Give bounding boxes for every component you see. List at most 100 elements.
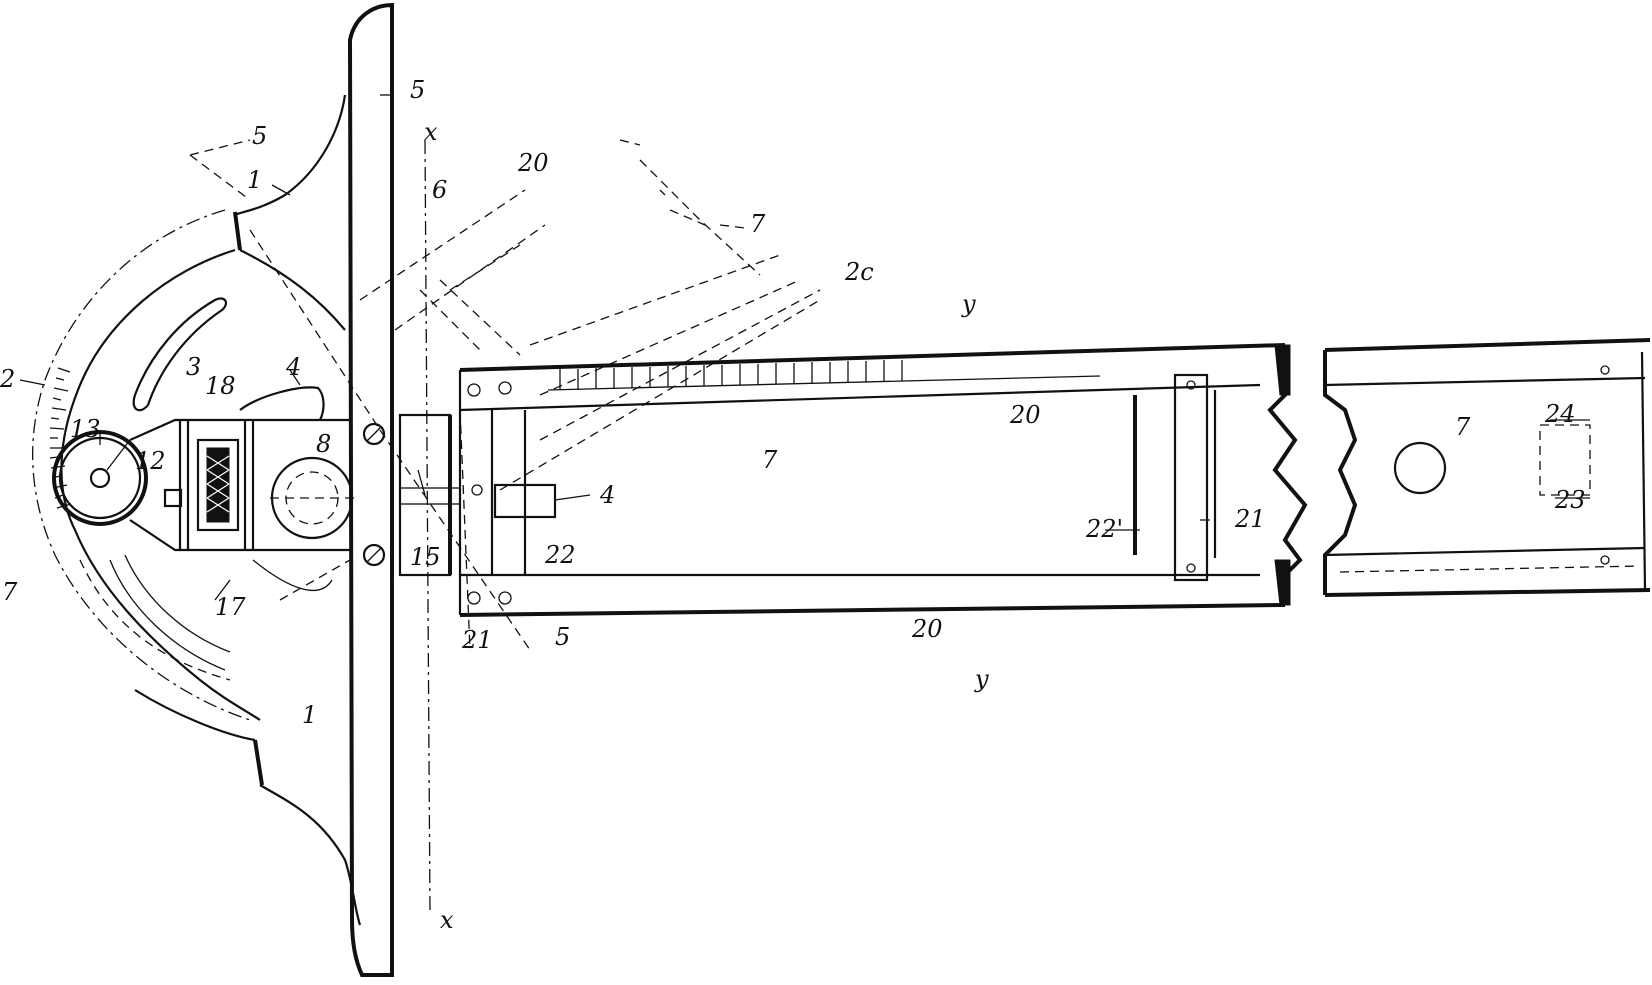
pivot-inner-ring bbox=[58, 436, 142, 520]
construction-diag-down bbox=[379, 429, 531, 651]
label-y-top: y bbox=[961, 290, 976, 318]
right-top-edge bbox=[1324, 338, 1651, 352]
phantom-edge-6 bbox=[539, 289, 821, 441]
lower-arc-slot-outer bbox=[109, 559, 226, 671]
head-outer-arc bbox=[60, 248, 261, 721]
label-18: 18 bbox=[205, 372, 236, 400]
label-21-left: 21 bbox=[461, 626, 493, 654]
locking-knob bbox=[270, 456, 354, 540]
phantom-fragment-3 bbox=[659, 189, 666, 196]
label-x-bottom: x bbox=[440, 906, 454, 934]
label-5-bottom: 5 bbox=[555, 623, 570, 651]
dashed-slot-24 bbox=[1539, 424, 1591, 496]
label-20-bottom: 20 bbox=[911, 615, 943, 643]
label-23: 23 bbox=[1554, 486, 1586, 514]
rule-right-section bbox=[1323, 338, 1651, 597]
phantom-edge-1 bbox=[359, 189, 526, 301]
label-3: 3 bbox=[186, 353, 201, 381]
right-hole bbox=[1393, 441, 1447, 495]
rule-left-section bbox=[458, 343, 1308, 617]
head-upper-joint bbox=[233, 211, 242, 251]
arm-bottom-edge bbox=[129, 519, 350, 552]
pivot-knob bbox=[52, 430, 148, 526]
blade-screw-top bbox=[362, 422, 386, 446]
rule-top-edge bbox=[459, 343, 1286, 372]
mount-hole-3 bbox=[467, 591, 481, 605]
label-20-top: 20 bbox=[1009, 401, 1041, 429]
phantom-fragment-1 bbox=[619, 139, 641, 146]
t-blade bbox=[347, 2, 394, 977]
right-dashed-line bbox=[1339, 565, 1641, 573]
pointer-pin bbox=[471, 484, 483, 496]
label-5-top: 5 bbox=[410, 76, 425, 104]
rule-scale-ticks bbox=[547, 360, 1101, 391]
label-1-bottom: 1 bbox=[302, 701, 317, 729]
label-2: 2 bbox=[0, 365, 15, 393]
label-13: 13 bbox=[70, 415, 101, 443]
broken-edge-shade-bottom bbox=[1274, 559, 1291, 606]
label-21-right: 21 bbox=[1234, 505, 1266, 533]
mount-hole-2 bbox=[498, 381, 512, 395]
construction-5-top bbox=[189, 139, 251, 156]
phantom-edge-5 bbox=[539, 279, 801, 396]
rule-bottom-edge bbox=[459, 603, 1286, 617]
right-bottom-edge bbox=[1324, 588, 1651, 597]
right-bottom-inner bbox=[1324, 546, 1646, 557]
broken-edge-shade-top bbox=[1274, 344, 1291, 396]
label-4-right: 4 bbox=[599, 481, 615, 509]
label-20-dashed: 20 bbox=[517, 149, 549, 177]
construction-vertical bbox=[459, 409, 471, 651]
lever-bottom bbox=[252, 559, 333, 592]
label-2c: 2c bbox=[844, 258, 874, 286]
knurl-pattern bbox=[206, 455, 230, 513]
construction-lower-left bbox=[279, 559, 351, 601]
blade-body bbox=[347, 2, 394, 977]
phantom-fragment-2 bbox=[669, 209, 706, 226]
slide-bar-21-pin-bottom bbox=[1186, 563, 1196, 573]
head-inner-lower bbox=[134, 689, 256, 742]
label-24: 24 bbox=[1544, 400, 1576, 428]
head-lower-neck bbox=[259, 784, 362, 926]
right-top-inner bbox=[1324, 376, 1646, 387]
blade-screw-top-slot bbox=[366, 426, 382, 442]
head-upper-neck bbox=[234, 94, 347, 217]
pivot-outer-ring bbox=[52, 430, 148, 526]
label-x-top: x bbox=[424, 118, 438, 146]
slide-bar-21-pin-top bbox=[1186, 380, 1196, 390]
construction-5-diag bbox=[189, 154, 251, 201]
mount-hole-1 bbox=[467, 383, 481, 397]
leader-lines bbox=[19, 94, 1590, 601]
label-7-main: 7 bbox=[762, 446, 778, 474]
phantom-far-end bbox=[639, 159, 761, 276]
phantom-fragment-4 bbox=[719, 224, 746, 229]
phantom-end-1 bbox=[419, 289, 481, 351]
protractor-head bbox=[32, 94, 362, 926]
construction-lines bbox=[189, 139, 531, 651]
rule-top-inner bbox=[459, 383, 1261, 412]
phantom-end-2 bbox=[439, 279, 521, 356]
set-screw bbox=[163, 488, 183, 508]
head-lower-joint bbox=[253, 739, 264, 786]
arm-top-edge bbox=[129, 418, 350, 442]
label-8: 8 bbox=[316, 430, 331, 458]
pointer-slide bbox=[493, 483, 557, 519]
lower-arc-slot-inner bbox=[124, 554, 231, 653]
pivot-pointer bbox=[106, 439, 131, 471]
label-22-prime: 22' bbox=[1085, 515, 1123, 543]
label-7-dashed: 7 bbox=[750, 210, 766, 238]
blade-screw-bottom bbox=[362, 543, 386, 567]
arc-slot bbox=[132, 297, 228, 412]
blade-screw-bottom-slot bbox=[366, 547, 382, 563]
slide-bar-21 bbox=[1173, 373, 1209, 582]
mount-hole-4 bbox=[498, 591, 512, 605]
phantom-edge-7 bbox=[499, 299, 821, 491]
label-17: 17 bbox=[215, 593, 246, 621]
label-4-left: 4 bbox=[285, 353, 301, 381]
construction-diag-head bbox=[249, 229, 381, 431]
section-line-x bbox=[424, 139, 431, 911]
label-22: 22 bbox=[544, 541, 576, 569]
label-7-left: 7 bbox=[2, 578, 18, 606]
label-1-top: 1 bbox=[247, 166, 262, 194]
